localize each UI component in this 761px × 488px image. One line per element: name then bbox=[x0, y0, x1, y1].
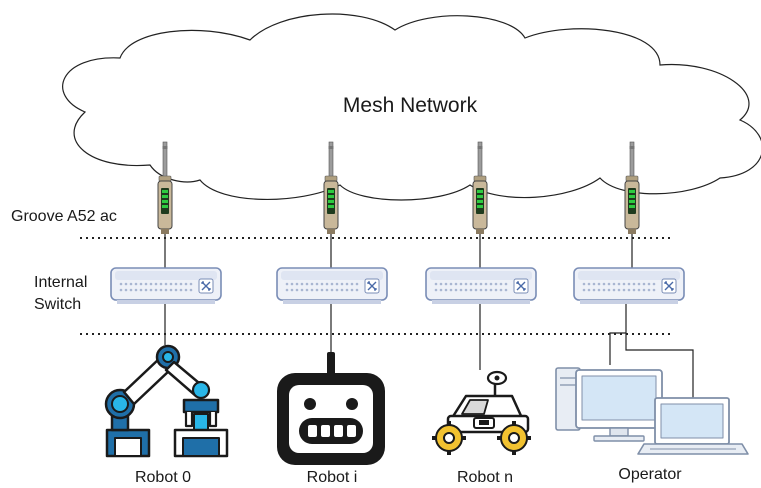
switch-device-links bbox=[164, 304, 694, 398]
rover-icon bbox=[432, 370, 531, 455]
switch-layer-label-line2: Switch bbox=[34, 296, 81, 313]
robot-n-label: Robot n bbox=[457, 469, 513, 486]
switch-icon bbox=[276, 267, 388, 305]
switch-icon bbox=[425, 267, 537, 305]
radio-layer-label: Groove A52 ac bbox=[11, 208, 117, 225]
robot-face-icon bbox=[277, 352, 385, 465]
cloud-label: Mesh Network bbox=[343, 94, 478, 117]
switch-layer-label-line1: Internal bbox=[34, 274, 87, 291]
switch-icon bbox=[110, 267, 222, 305]
switch-icon bbox=[573, 267, 685, 305]
operator-label: Operator bbox=[618, 466, 682, 483]
radio-switch-links bbox=[164, 234, 633, 268]
robot-0-label: Robot 0 bbox=[135, 469, 191, 486]
robot-i-label: Robot i bbox=[307, 469, 358, 486]
computer-workstation-icon bbox=[555, 367, 749, 455]
robot-arm-icon bbox=[104, 344, 229, 458]
mesh-network-cloud bbox=[62, 13, 761, 201]
